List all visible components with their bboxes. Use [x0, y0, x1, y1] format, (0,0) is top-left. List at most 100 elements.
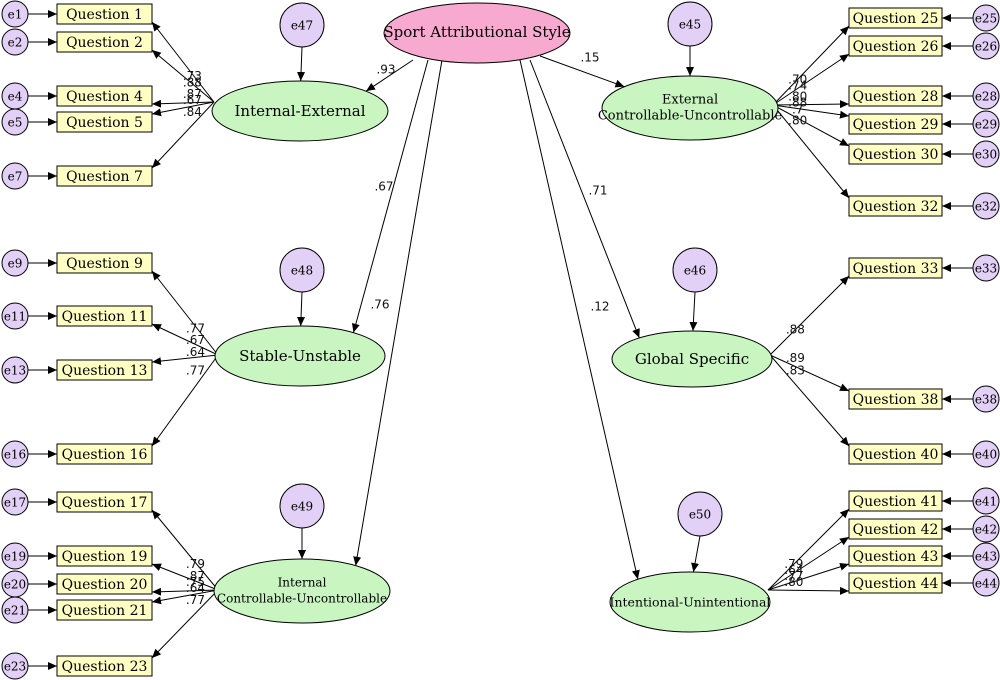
path-iu-to-question-41 [767, 508, 850, 591]
disturbance-node-e47 [279, 2, 325, 48]
error-node-e38 [972, 385, 1000, 413]
indicator-box-iu-0 [848, 490, 943, 512]
path-su-to-question-16 [151, 354, 219, 447]
indicator-box-icu-3 [56, 599, 153, 621]
path-gs-to-question-40 [769, 354, 850, 447]
indicator-box-icu-0 [56, 491, 153, 513]
weight-icu-e17: .79 [186, 557, 205, 571]
error-label-e38: e38 [975, 393, 997, 407]
loading-root-icu: .76 [370, 298, 389, 312]
error-label-e44: e44 [975, 577, 998, 591]
error-label-e9: e9 [8, 257, 23, 271]
weight-gs-e38: .89 [786, 351, 805, 365]
weight-su-e11: .67 [186, 333, 205, 347]
indicator-box-iu-3 [848, 572, 943, 594]
disturbance-label-e48: e48 [291, 264, 313, 278]
indicator-label-su-1: Question 11 [62, 309, 148, 325]
error-label-e4: e4 [8, 90, 23, 104]
loading-root-ecu: .15 [580, 51, 599, 65]
error-node-e33 [972, 254, 1000, 282]
path-ie-to-question-7 [151, 101, 215, 169]
error-node-e5 [1, 108, 29, 136]
error-node-e21 [1, 596, 29, 624]
error-label-e42: e42 [975, 523, 997, 537]
indicator-box-icu-4 [56, 655, 153, 677]
indicator-box-iu-2 [848, 545, 943, 567]
path-disturbance-e48 [297, 291, 306, 327]
error-node-e40 [972, 440, 1000, 468]
path-root-to-gs [529, 59, 640, 339]
paths-layer [28, 10, 973, 670]
indicator-box-ecu-3 [848, 113, 943, 135]
weight-iu-e44: .80 [784, 575, 803, 589]
indicator-label-ie-4: Question 7 [66, 169, 143, 185]
error-label-e2: e2 [8, 36, 23, 50]
path-root-to-iu [519, 59, 640, 580]
error-label-e19: e19 [4, 550, 26, 564]
factor-label-ecu-line2: Controllable-Uncontrollable [598, 109, 783, 124]
weight-su-e9: .77 [186, 321, 205, 335]
indicator-box-icu-1 [56, 545, 153, 567]
loading-root-su: .67 [374, 180, 393, 194]
error-node-e42 [972, 515, 1000, 543]
weight-ie-e1: .73 [183, 69, 202, 83]
disturbance-label-e49: e49 [291, 500, 313, 514]
path-ie-to-question-2 [151, 49, 215, 103]
path-disturbance-e50 [691, 535, 701, 573]
factor-label-icu-line1: Internal [278, 576, 327, 590]
error-label-e17: e17 [4, 496, 26, 510]
weight-iu-e43: .77 [784, 569, 803, 583]
weight-gs-e40: .83 [786, 363, 805, 377]
indicator-box-ecu-4 [848, 143, 943, 165]
root-construct-label: Sport Attributional Style [383, 23, 570, 41]
weight-ecu-e30: .7 [792, 102, 803, 116]
weight-icu-e20: .75 [186, 575, 205, 589]
disturbance-node-e48 [279, 247, 325, 293]
indicator-box-gs-2 [848, 443, 943, 465]
path-ecu-to-question-26 [772, 53, 850, 106]
path-disturbance-e46 [689, 291, 698, 332]
path-ecu-to-question-32 [772, 104, 850, 199]
weight-ie-e7: .84 [183, 105, 202, 119]
indicator-label-ecu-3: Question 29 [853, 117, 939, 133]
error-label-e1: e1 [8, 8, 23, 22]
error-node-e2 [1, 28, 29, 56]
indicator-box-ie-3 [56, 111, 153, 133]
indicator-label-ie-3: Question 5 [66, 115, 143, 131]
path-ie-to-question-5 [151, 101, 215, 117]
indicator-box-ecu-2 [848, 85, 943, 107]
path-icu-to-question-19 [151, 563, 219, 591]
weight-su-e13: .64 [186, 345, 205, 359]
indicator-label-ecu-5: Question 32 [853, 199, 939, 215]
error-label-e23: e23 [4, 660, 26, 674]
indicator-label-ecu-4: Question 30 [853, 147, 939, 163]
weight-ie-e4: .87 [183, 87, 202, 101]
indicator-label-iu-2: Question 43 [853, 549, 939, 565]
error-node-e17 [1, 488, 29, 516]
weight-gs-e33: .88 [786, 322, 805, 336]
weight-ie-e5: .67 [183, 93, 202, 107]
indicator-box-gs-0 [848, 257, 943, 279]
error-node-e28 [972, 82, 1000, 110]
error-label-e32: e32 [975, 200, 997, 214]
indicator-label-iu-0: Question 41 [853, 494, 939, 510]
error-node-e32 [972, 192, 1000, 220]
indicator-label-ecu-2: Question 28 [853, 89, 939, 105]
path-icu-to-question-23 [151, 589, 219, 659]
indicator-box-ie-2 [56, 85, 153, 107]
path-ie-to-question-4 [151, 99, 215, 108]
indicator-box-su-3 [56, 443, 153, 465]
error-node-e25 [972, 4, 1000, 32]
error-label-e28: e28 [975, 90, 997, 104]
error-label-e29: e29 [975, 118, 997, 132]
path-icu-to-question-20 [151, 587, 219, 596]
factor-node-ie [211, 80, 389, 142]
indicator-box-icu-2 [56, 573, 153, 595]
path-iu-to-question-44 [767, 586, 850, 595]
error-label-e41: e41 [975, 495, 997, 509]
disturbance-node-e50 [677, 491, 723, 537]
weight-icu-e21: .64 [186, 581, 205, 595]
indicator-box-ecu-0 [848, 7, 943, 29]
